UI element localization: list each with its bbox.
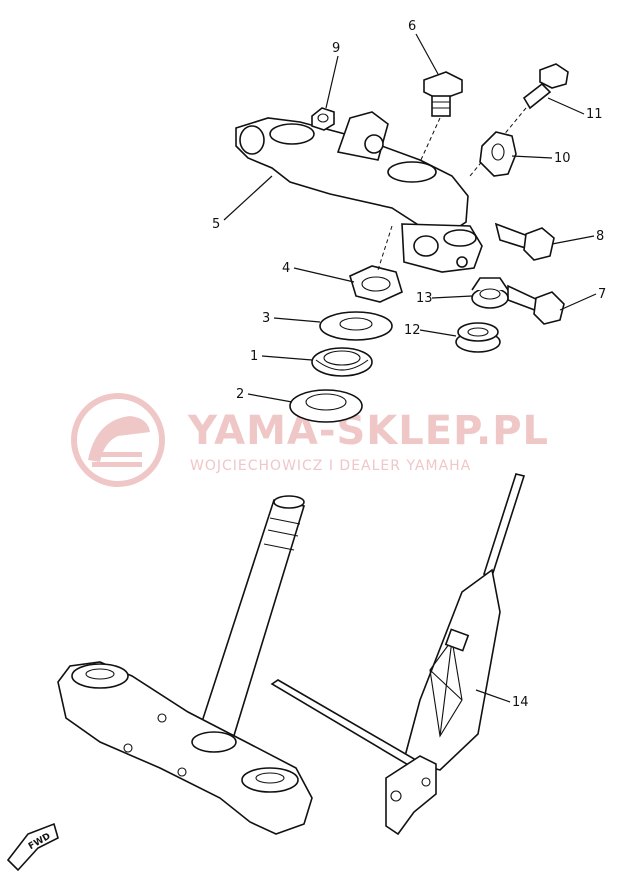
callout-14: 14 bbox=[512, 695, 529, 710]
part-5-upper-bracket bbox=[235, 111, 483, 273]
fwd-marker: FWD bbox=[6, 822, 59, 872]
part-2-bearing-race bbox=[289, 389, 363, 423]
part-4-ring-nut bbox=[349, 265, 403, 303]
callout-10: 10 bbox=[554, 151, 571, 166]
part-6-bolt bbox=[423, 71, 463, 117]
callout-12: 12 bbox=[404, 323, 421, 338]
part-12-bushing bbox=[455, 322, 501, 353]
callout-labels: 9 6 11 10 5 8 4 7 13 3 12 1 2 14 bbox=[212, 19, 606, 710]
callout-11: 11 bbox=[586, 107, 603, 122]
watermark: YAMA-SKLEP.PL WOJCIECHOWICZ I DEALER YAM… bbox=[71, 393, 549, 487]
watermark-logo-icon bbox=[71, 393, 165, 487]
part-3-cover bbox=[319, 311, 393, 341]
callout-3: 3 bbox=[262, 311, 270, 326]
watermark-tagline: WOJCIECHOWICZ I DEALER YAMAHA bbox=[190, 458, 471, 474]
callout-8: 8 bbox=[596, 229, 604, 244]
part-4-guide-line bbox=[377, 225, 393, 271]
part-6-guide-line bbox=[419, 117, 441, 163]
callout-6: 6 bbox=[408, 19, 416, 34]
part-9-nut bbox=[311, 107, 335, 131]
part-14-damper-assembly bbox=[270, 473, 526, 836]
part-13-collar bbox=[471, 277, 509, 309]
part-steering-stem bbox=[196, 495, 306, 743]
callout-4: 4 bbox=[282, 261, 290, 276]
callout-9: 9 bbox=[332, 41, 340, 56]
part-7-bolt bbox=[507, 284, 565, 325]
leader-lines bbox=[223, 33, 597, 703]
part-8-bolt bbox=[494, 222, 555, 261]
part-lower-bracket bbox=[57, 661, 313, 835]
part-11-bolt bbox=[522, 63, 569, 110]
part-1-bearing bbox=[311, 347, 373, 377]
callout-7: 7 bbox=[598, 287, 606, 302]
callout-2: 2 bbox=[236, 387, 244, 402]
callout-13: 13 bbox=[416, 291, 433, 306]
part-10-clamp bbox=[479, 131, 517, 177]
watermark-brand: YAMA-SKLEP.PL bbox=[187, 408, 549, 454]
callout-5: 5 bbox=[212, 217, 220, 232]
callout-1: 1 bbox=[250, 349, 258, 364]
